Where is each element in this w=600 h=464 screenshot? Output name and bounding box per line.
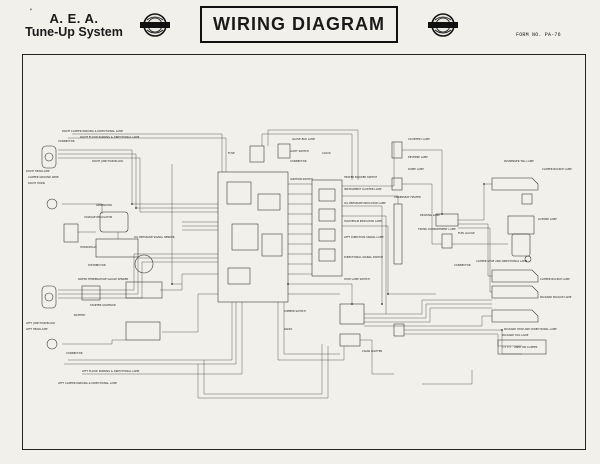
center-component-label: DIMMER SWITCH [284,309,306,313]
page-title: WIRING DIAGRAM [213,14,385,34]
right-component-label: LICENSE LAMP [538,217,557,221]
center-component-label: LIGHT SWITCH [290,149,309,153]
title-box: WIRING DIAGRAM [200,6,398,43]
aea-emblem-right-icon [428,13,458,37]
component-labels-left: RIGHT CLIPPER PARKING & DIRECTIONAL LAMP… [26,129,175,385]
center-component-label: FUSE [228,151,235,155]
left-component-label: RIGHT JUNCTION BLOCK [92,159,123,163]
center-component-label: STOP LAMP SWITCH [344,277,370,281]
left-component-label: LEFT FLOOD PARKING & DIRECTIONAL LAMP [82,369,140,373]
left-component-label: RIGHT FLOOD PARKING & DIRECTIONAL LAMP [80,135,140,139]
right-component-label: PACKARD STOP AND DIRECTIONAL LAMP [504,327,557,331]
right-component-label: COURTESY LAMP [408,137,430,141]
center-component-label: HIGH BEAM INDICATOR LAMP [344,219,382,223]
left-component-label: RIGHT CLIPPER PARKING & DIRECTIONAL LAMP [62,129,123,133]
diagram-frame [22,54,586,450]
center-component-label: CIGAR LIGHTER [362,349,382,353]
left-component-label: CONNECTOR [58,139,75,143]
center-component-label: RADIO [284,327,292,331]
legend-box [497,339,547,355]
legend-note: USED ON CLIPPER [514,345,538,349]
right-component-label: PASSENGER TAIL LAMP [504,159,534,163]
center-component-label: OIL PRESSURE INDICATOR LAMP [344,201,386,205]
right-component-label: PACKARD BACKUP LAMP [540,295,572,299]
left-component-label: HORN RELAY [80,245,97,249]
center-component-label: HEATER BLOWER SWITCH [344,175,377,179]
left-component-label: DISTRIBUTOR [88,263,106,267]
left-component-label: VOLTAGE REGULATOR [84,215,112,219]
component-labels-right: COURTESY LAMP REVERSE LAMP DOME LAMP UNDERS… [394,137,572,337]
right-component-label: PACKARD TAIL LAMP [502,333,529,337]
left-component-label: CONNECTOR [66,351,83,355]
aea-emblem-left-icon [140,13,170,37]
center-component-label: IGNITION SWITCH [290,177,313,181]
center-component-label: GLOVE BOX LAMP [292,137,315,141]
left-component-label: LEFT JUNCTION BLOCK [26,321,55,325]
corner-mark: ❜ [30,9,32,15]
right-component-label: FUEL GAUGE [458,231,475,235]
left-component-label: STARTER SOLENOID [90,303,116,307]
brand-line2: Tune-Up System [25,24,123,39]
right-component-label: DOME LAMP [408,167,424,171]
left-component-label: WATER TEMPERATURE GAUGE SENDER [78,277,129,281]
right-component-label: CLIPPER BACKUP LAMP [540,277,570,281]
left-component-label: LEFT CLIPPER PARKING & DIRECTIONAL LAMP [58,381,117,385]
brand-line1: A. E. A. [49,11,99,26]
center-component-label: CLOCK [322,151,331,155]
right-component-label: UNDERSEAT HEATER [394,195,421,199]
right-component-label: TRUNK COMPARTMENT LAMP [418,227,456,231]
center-component-label: INSTRUMENT CLUSTER LAMP [344,187,382,191]
left-component-label: OIL PRESSURE SIGNAL SENDER [134,235,175,239]
left-component-label: RIGHT HEADLAMP [26,169,50,173]
left-component-label: CLIPPER GROUND WIRE [28,175,59,179]
left-component-label: GENERATOR [96,203,112,207]
component-labels-center: FUSE GLOVE BOX LAMP LIGHT SWITCH CONNECTOR C… [228,137,386,353]
right-component-label: REVERSE LAMP [408,155,428,159]
right-component-label: READING LAMP [420,213,440,217]
right-component-label: CLIPPER STOP AND DIRECTIONAL LAMP [476,259,528,263]
brand-block: A. E. A. Tune-Up System [14,12,134,39]
center-component-label: CONNECTOR [290,159,307,163]
wiring-schematic: USED ON CLIPPER RIGHT CLIPPER PARKING & … [26,129,572,399]
right-component-label: CLIPPER BACKUP LAMP [542,167,572,171]
right-component-label: CONNECTOR [454,263,471,267]
left-component-label: LEFT HEADLAMP [26,327,48,331]
center-component-label: LEFT DIRECTION SIGNAL LAMP [344,235,384,239]
center-component-label: DIRECTIONAL SIGNAL SWITCH [344,255,383,259]
left-component-label: BATTERY [74,313,86,317]
left-component-label: RIGHT HORN [28,181,45,185]
form-number: FORM NO. PA-76 [516,32,561,38]
